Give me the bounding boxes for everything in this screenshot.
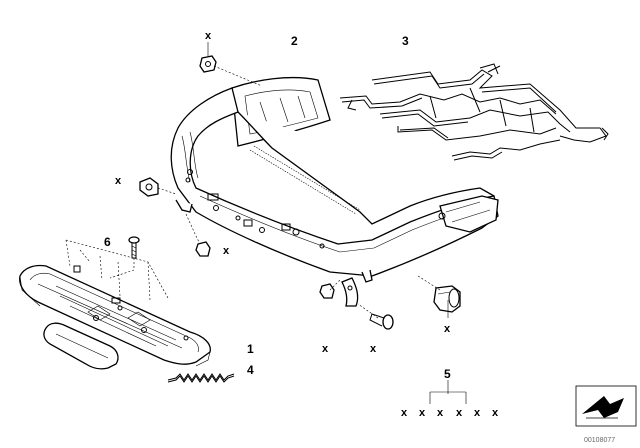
leader-lines [65,42,467,404]
callout-2: 2 [291,34,298,48]
callout-x: x [437,407,444,419]
callout-3: 3 [402,34,409,48]
callout-5: 5 [444,367,451,381]
screw-part-6 [128,236,140,259]
brand-arrow-logo [575,385,637,427]
callout-x: x [322,343,329,355]
spring-mat [339,63,609,161]
callout-6: 6 [104,235,111,249]
callout-x: x [492,407,499,419]
drawing-id: 00108077 [584,437,616,444]
callout-x: x [401,407,408,419]
callout-x: x [223,245,230,257]
lower-tray [19,264,211,370]
callout-x: x [456,407,463,419]
callout-x: x [205,30,212,42]
callout-x: x [115,175,122,187]
callout-x: x [474,407,481,419]
seat-frame [170,76,499,307]
callout-4: 4 [247,363,254,377]
callout-x: x [419,407,426,419]
tension-spring [167,373,235,383]
callout-x: x [444,323,451,335]
callout-x: x [370,343,377,355]
hardware-parts [139,55,461,330]
callout-1: 1 [247,342,254,356]
